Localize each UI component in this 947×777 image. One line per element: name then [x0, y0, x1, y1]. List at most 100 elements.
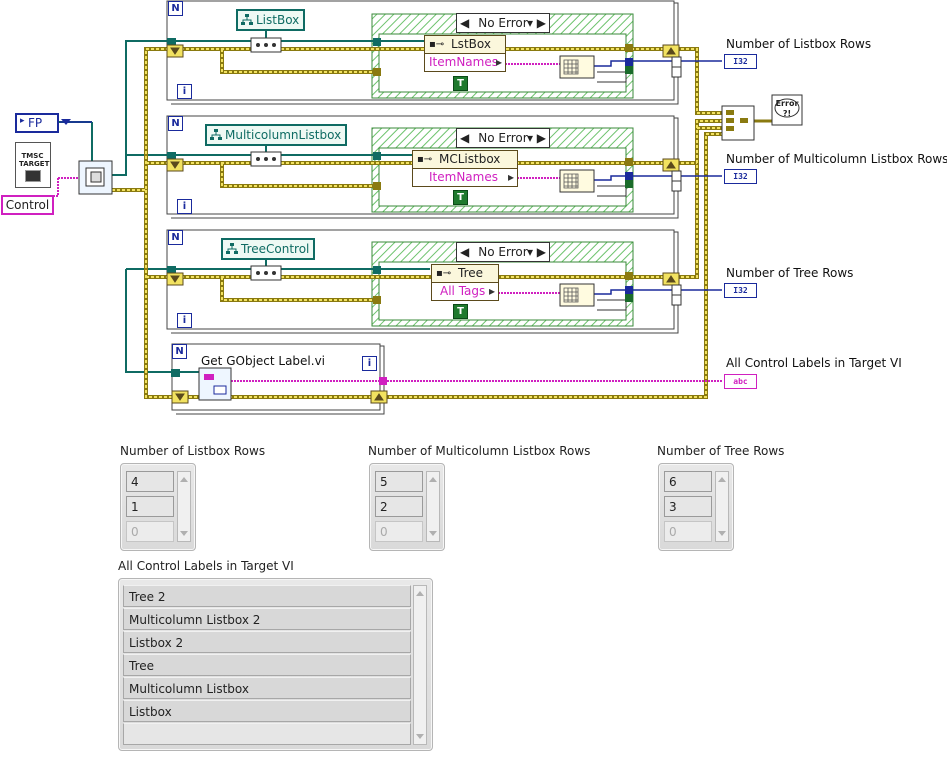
control-label-row-5[interactable]: Listbox	[123, 700, 411, 722]
array-size-nodes	[559, 55, 595, 307]
next-case-icon: ▶	[536, 245, 546, 259]
refnum-wires	[18, 28, 430, 373]
error-handler-text: Error ?!	[775, 99, 799, 118]
tree-rows-label: Number of Tree Rows	[657, 444, 785, 458]
case-selector-2[interactable]: ◀ No Error ▾ ▶	[456, 128, 550, 148]
control-label-row-empty[interactable]	[123, 723, 411, 745]
tree-rows-terminal[interactable]: I32	[724, 283, 757, 298]
tree-property-node[interactable]: ▪⊸ Tree All Tags ▸	[431, 264, 499, 301]
tree-rows-cell-2[interactable]: 0	[664, 521, 712, 542]
control-labels-array: Tree 2 Multicolumn Listbox 2 Listbox 2 T…	[118, 578, 433, 751]
mclistbox-rows-cell-0[interactable]: 5	[375, 471, 423, 492]
loop3-i-icon: i	[177, 313, 192, 328]
loop3-n-icon: N	[168, 230, 183, 245]
target-vi-constant[interactable]: TMSC TARGET	[15, 142, 51, 188]
scroll-down-icon	[180, 531, 188, 536]
tree-class-label: Tree	[458, 266, 484, 280]
true-constant-3[interactable]: T	[453, 304, 468, 319]
tree-property-name: All Tags	[440, 284, 486, 298]
conditional-tunnels	[671, 56, 682, 306]
dropdown-arrow-icon	[61, 119, 71, 125]
control-constant[interactable]: Control	[1, 195, 54, 215]
case-selector-1[interactable]: ◀ No Error ▾ ▶	[456, 13, 550, 33]
mclistbox-refnum-label: MulticolumnListbox	[225, 128, 342, 142]
loop1-n-icon: N	[168, 1, 183, 16]
lstbox-property-head: ▪⊸ LstBox	[425, 36, 505, 54]
get-gobject-label-subvi	[198, 367, 232, 401]
tree-refnum[interactable]: TreeControl	[221, 238, 316, 260]
control-labels-scrollbar[interactable]	[413, 585, 427, 745]
case-selector-3[interactable]: ◀ No Error ▾ ▶	[456, 242, 550, 262]
target-text-tmsc: TMSC	[21, 152, 44, 160]
listbox-rows-cell-1[interactable]: 1	[126, 496, 174, 517]
output-arrow-icon: ▸	[507, 170, 514, 184]
control-labels-terminal-label: All Control Labels in Target VI	[726, 356, 902, 370]
output-arrow-icon: ▸	[488, 284, 495, 298]
scroll-down-icon	[416, 734, 424, 739]
mclistbox-rows-cell-1[interactable]: 2	[375, 496, 423, 517]
control-label-row-4[interactable]: Multicolumn Listbox	[123, 677, 411, 699]
tree-all-tags-row[interactable]: All Tags ▸	[432, 283, 498, 300]
listbox-refnum-label: ListBox	[256, 13, 300, 27]
mclistbox-property-node[interactable]: ▪⊸ MCListbox ItemNames ▸	[412, 150, 518, 187]
case-dropdown-icon: ▾	[526, 131, 533, 145]
control-label-row-0[interactable]: Tree 2	[123, 585, 411, 607]
property-node-icon: ▪⊸	[429, 39, 445, 50]
lstbox-item-names-row[interactable]: ItemNames ▸	[425, 54, 505, 71]
loop4-i-icon: i	[362, 356, 377, 371]
string-wires	[36, 63, 722, 382]
mclistbox-rows-scrollbar[interactable]	[426, 471, 440, 542]
tree-refnum-label: TreeControl	[241, 242, 310, 256]
true-constant-2[interactable]: T	[453, 190, 468, 205]
case-selector-3-text: No Error	[478, 245, 528, 259]
listbox-rows-label: Number of Listbox Rows	[120, 444, 266, 458]
listbox-rows-cell-2[interactable]: 0	[126, 521, 174, 542]
true-constant-1[interactable]: T	[453, 76, 468, 91]
case-dropdown-icon: ▾	[526, 16, 533, 30]
property-node-icon: ▪⊸	[417, 154, 433, 165]
get-gobject-label-text: Get GObject Label.vi	[201, 354, 326, 368]
tree-rows-cell-1[interactable]: 3	[664, 496, 712, 517]
mclistbox-rows-cell-2[interactable]: 0	[375, 521, 423, 542]
tree-rows-cell-0[interactable]: 6	[664, 471, 712, 492]
lstbox-property-name: ItemNames	[429, 55, 498, 69]
loop-tunnels	[167, 38, 633, 385]
mclistbox-property-name: ItemNames	[429, 170, 498, 184]
error-wires	[112, 47, 773, 399]
mclistbox-item-names-row[interactable]: ItemNames ▸	[413, 169, 517, 186]
control-labels-terminal[interactable]: abc	[724, 374, 757, 389]
case-selector-1-text: No Error	[478, 16, 528, 30]
mclistbox-rows-terminal[interactable]: I32	[724, 169, 757, 184]
prev-case-icon: ◀	[460, 245, 470, 259]
int-wires	[60, 60, 722, 295]
control-label-row-1[interactable]: Multicolumn Listbox 2	[123, 608, 411, 630]
scroll-up-icon	[416, 591, 424, 596]
tree-property-head: ▪⊸ Tree	[432, 265, 498, 283]
property-node-icon: ▪⊸	[436, 268, 452, 279]
hierarchy-icon	[241, 14, 253, 25]
control-label-row-3[interactable]: Tree	[123, 654, 411, 676]
mclistbox-refnum[interactable]: MulticolumnListbox	[205, 124, 348, 146]
fp-enum-constant[interactable]: ▸ FP	[15, 113, 71, 133]
prev-case-icon: ◀	[460, 16, 470, 30]
scroll-up-icon	[718, 477, 726, 482]
mclistbox-property-head: ▪⊸ MCListbox	[413, 151, 517, 169]
output-arrow-icon: ▸	[495, 55, 502, 69]
listbox-rows-terminal[interactable]: I32	[724, 54, 757, 69]
tree-rows-array: 6 3 0	[658, 463, 734, 551]
listbox-rows-scrollbar[interactable]	[177, 471, 191, 542]
listbox-refnum[interactable]: ListBox	[236, 9, 306, 31]
tree-rows-scrollbar[interactable]	[715, 471, 729, 542]
hierarchy-icon	[226, 243, 238, 254]
hierarchy-icon	[210, 129, 222, 140]
control-label-row-2[interactable]: Listbox 2	[123, 631, 411, 653]
mclistbox-class-label: MCListbox	[439, 152, 501, 166]
loop4-n-icon: N	[172, 344, 187, 359]
lstbox-class-label: LstBox	[451, 37, 491, 51]
scroll-up-icon	[429, 477, 437, 482]
lstbox-property-node[interactable]: ▪⊸ LstBox ItemNames ▸	[424, 35, 506, 72]
listbox-rows-array: 4 1 0	[120, 463, 196, 551]
listbox-rows-cell-0[interactable]: 4	[126, 471, 174, 492]
scroll-down-icon	[429, 531, 437, 536]
mclistbox-rows-terminal-label: Number of Multicolumn Listbox Rows	[726, 152, 947, 166]
